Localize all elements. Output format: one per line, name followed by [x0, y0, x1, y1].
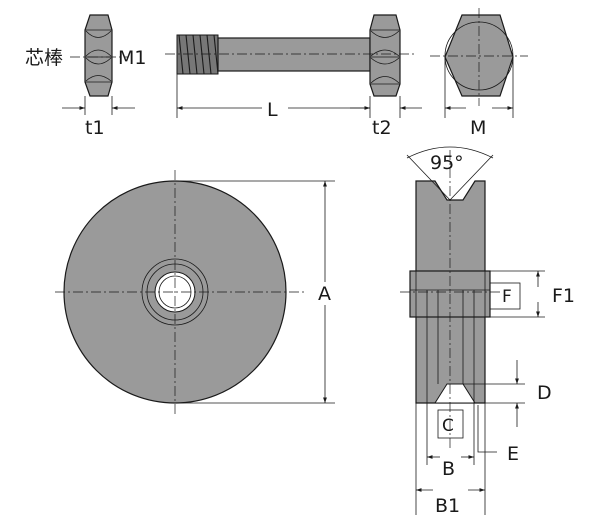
core-rod-nut-side-view [70, 14, 128, 97]
core-rod-bolt [165, 14, 415, 97]
m-dimension [444, 57, 514, 118]
b1-dimension [415, 403, 486, 515]
b-dimension [426, 403, 475, 465]
m-label: M [470, 117, 486, 139]
f-label: F [502, 287, 512, 307]
a-dimension [180, 180, 335, 404]
c-label: C [442, 416, 454, 436]
l-dimension [176, 74, 422, 118]
e-label: E [507, 443, 519, 465]
angle-label: 95° [430, 152, 464, 174]
t1-dimension [62, 96, 135, 115]
d-dimension [463, 360, 525, 427]
m1-label: M1 [118, 47, 146, 69]
b-label: B [442, 458, 455, 480]
t1-label: t1 [85, 117, 105, 139]
e-leader [477, 405, 497, 453]
f1-label: F1 [552, 285, 575, 307]
f-dimension [489, 270, 545, 318]
core-rod-label: 芯棒 [25, 47, 63, 69]
t2-label: t2 [372, 117, 392, 139]
c-dimension [437, 409, 464, 439]
b1-label: B1 [435, 495, 460, 517]
l-label: L [267, 99, 278, 121]
d-label: D [537, 382, 552, 404]
hex-nut-end-view [430, 8, 528, 106]
groove-angle-dimension [406, 146, 494, 201]
a-label: A [318, 283, 331, 305]
wheel-front-view [55, 170, 305, 415]
